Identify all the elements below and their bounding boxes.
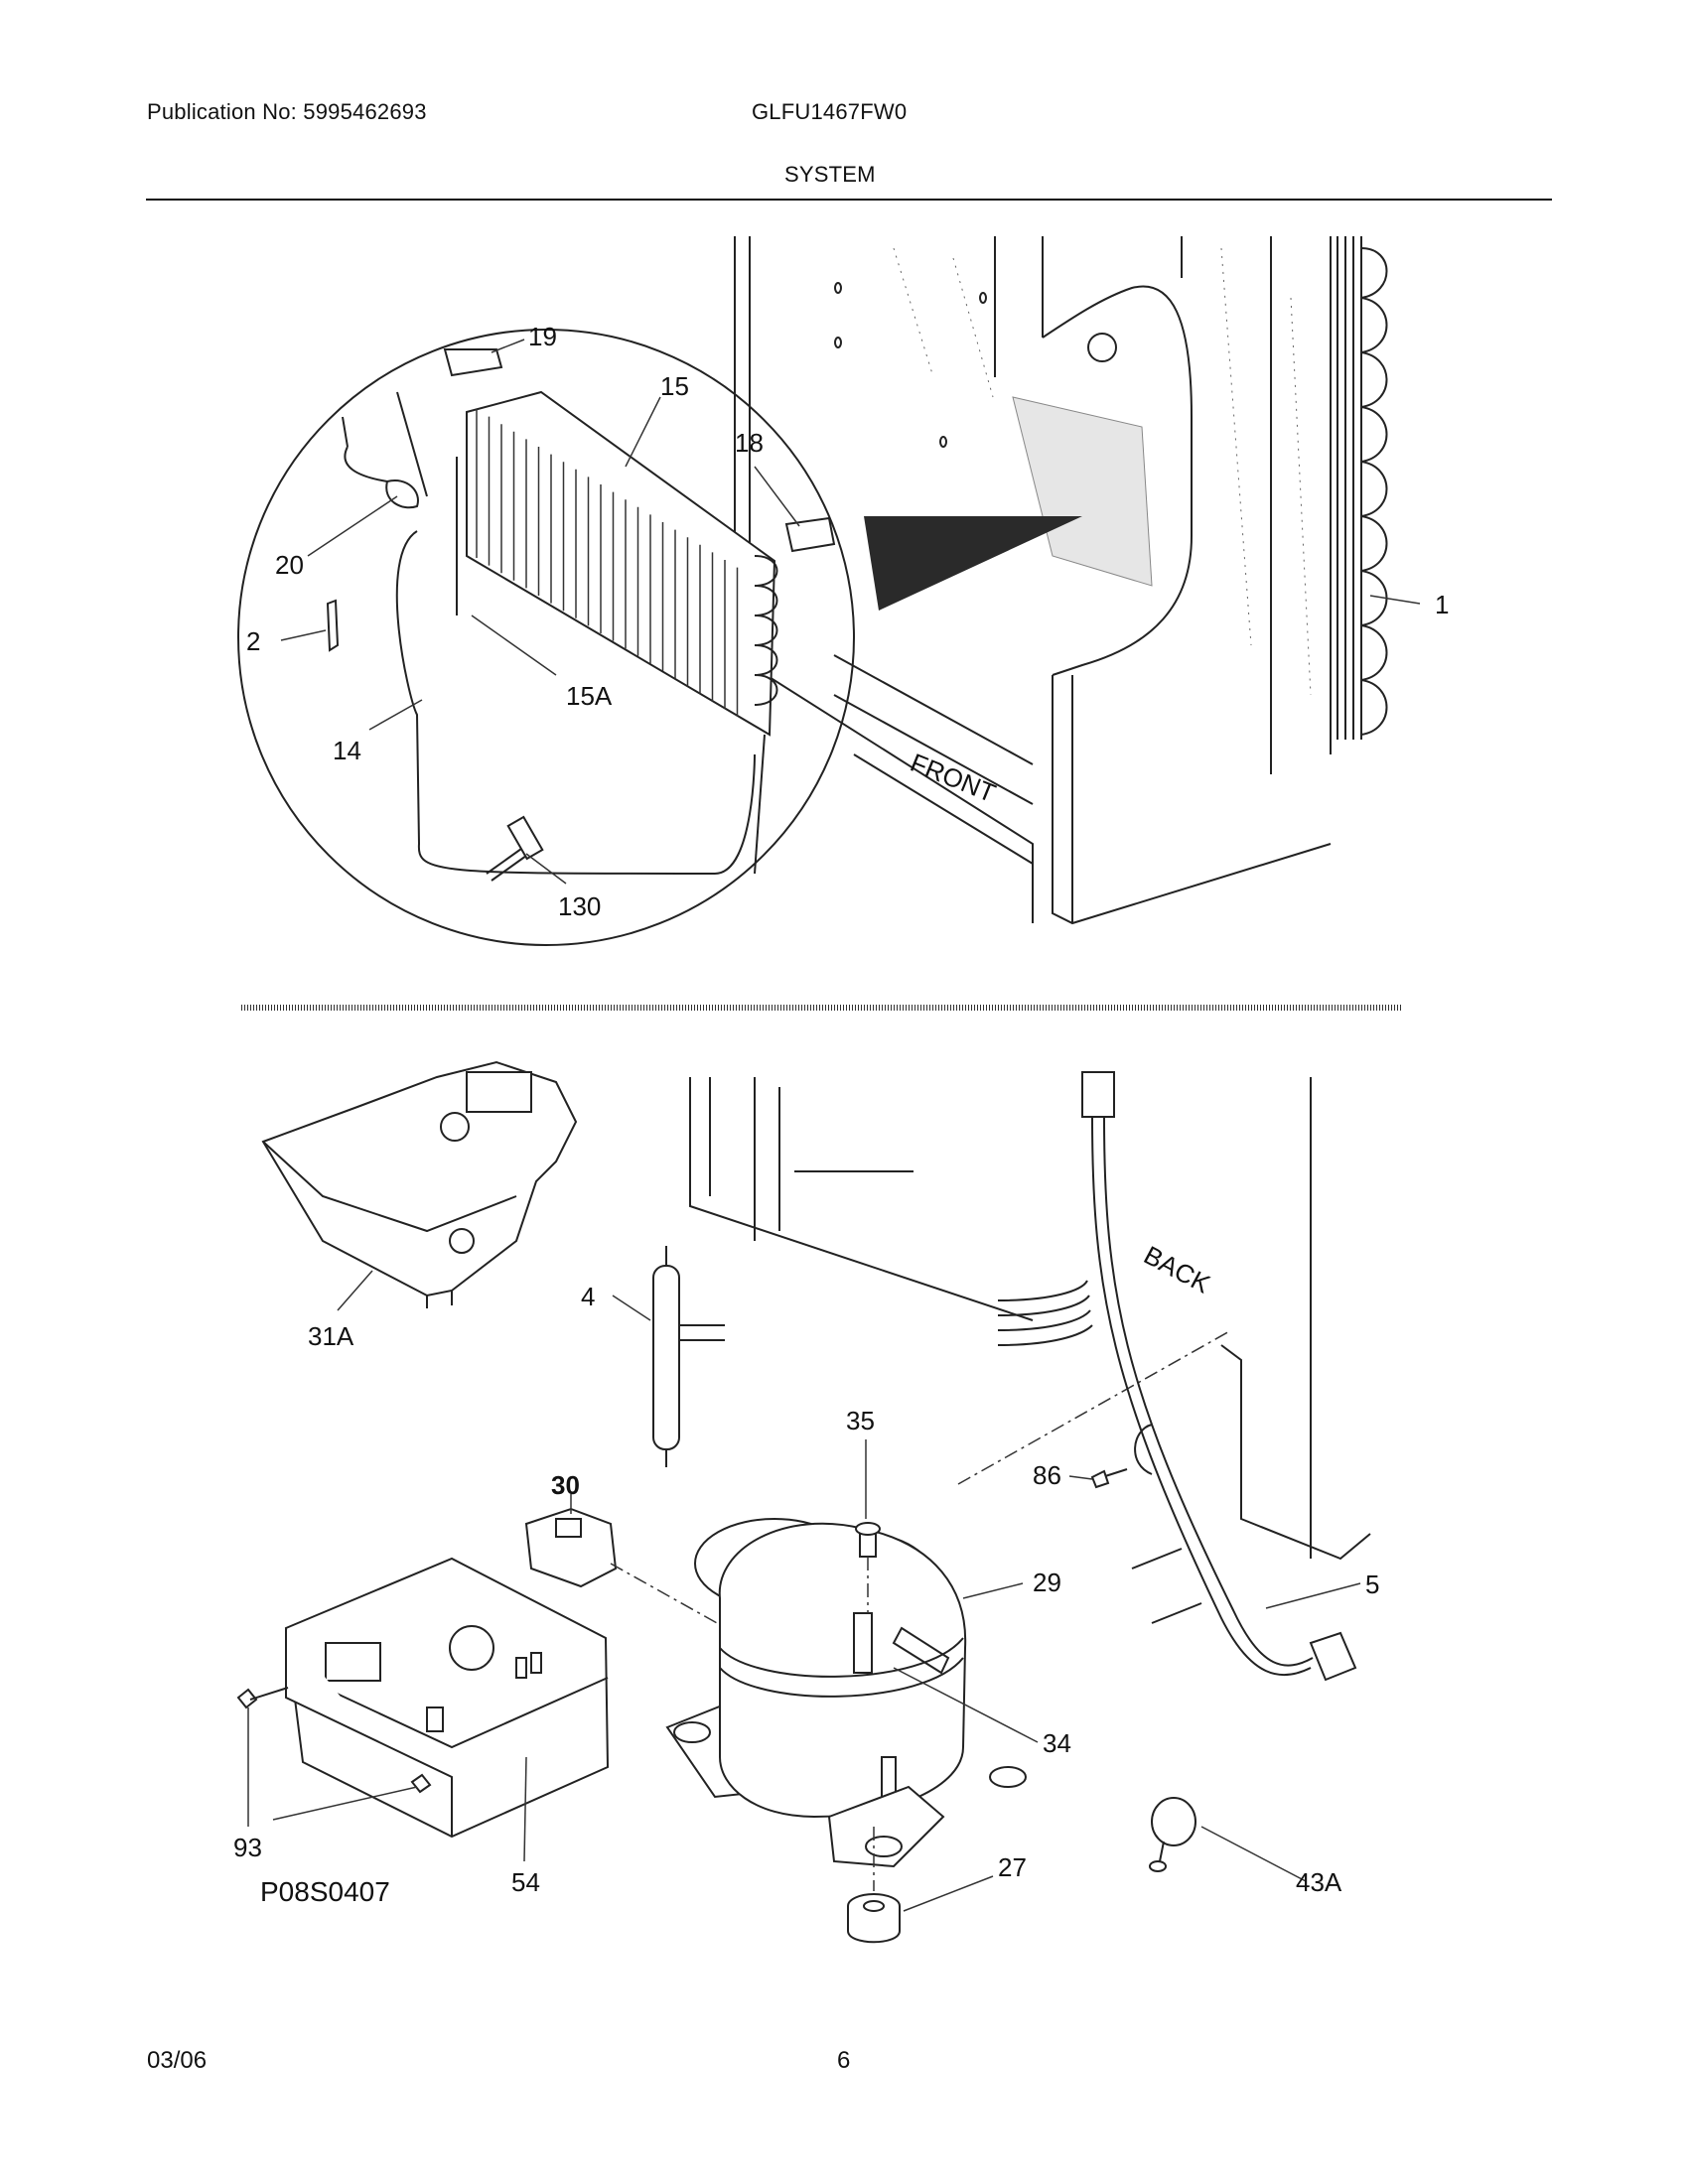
- callout-86: 86: [1033, 1460, 1061, 1490]
- cabinet-back-drawing: BACK: [689, 1077, 1371, 1561]
- callout-30: 30: [551, 1470, 580, 1500]
- header-rule: [146, 199, 1552, 201]
- part-30-relay: [524, 1507, 618, 1588]
- section-title: SYSTEM: [784, 162, 876, 187]
- callout-1: 1: [1435, 590, 1449, 619]
- part-2-clip: [326, 599, 340, 652]
- part-86-screw: [1090, 1468, 1128, 1489]
- callout-5: 5: [1365, 1570, 1379, 1599]
- back-label: BACK: [1139, 1240, 1215, 1299]
- model-number: GLFU1467FW0: [752, 99, 908, 124]
- callout-2: 2: [246, 626, 260, 656]
- freezer-cabinet-drawing: [734, 236, 1332, 925]
- callout-93: 93: [233, 1833, 262, 1862]
- callout-35: 35: [846, 1406, 875, 1435]
- callout-15: 15: [660, 371, 689, 401]
- part-29-compressor: [665, 1518, 1027, 1868]
- part-18-block: [784, 516, 836, 553]
- callout-34: 34: [1043, 1728, 1071, 1758]
- callout-27: 27: [998, 1852, 1027, 1882]
- callout-54: 54: [511, 1867, 540, 1897]
- part-5-power-cord: [997, 1071, 1357, 1682]
- part-4-drier: [652, 1246, 725, 1467]
- part-130-plug: [486, 815, 544, 882]
- callout-130: 130: [558, 891, 601, 921]
- callout-29: 29: [1033, 1568, 1061, 1597]
- part-35-mount-bolt: [855, 1522, 881, 1558]
- callout-20: 20: [275, 550, 304, 580]
- callout-19: 19: [528, 322, 557, 351]
- part-19-block: [443, 348, 503, 377]
- callout-4: 4: [581, 1282, 595, 1311]
- footer-date: 03/06: [147, 2047, 208, 2074]
- callout-15a: 15A: [566, 681, 613, 711]
- evaporator-assembly: [342, 390, 778, 876]
- part-31a-ice-maker: [261, 1060, 578, 1308]
- callout-43a: 43A: [1296, 1867, 1342, 1897]
- page-number: 6: [837, 2047, 851, 2074]
- publication-number: Publication No: 5995462693: [147, 99, 427, 124]
- detail-magnifier-circle: [237, 329, 855, 946]
- part-27-grommet: [847, 1893, 901, 1944]
- callout-18: 18: [735, 428, 764, 458]
- drawing-code: P08S0407: [260, 1876, 390, 1907]
- part-93-screws: [236, 1687, 432, 1794]
- front-label: FRONT: [907, 748, 1000, 808]
- part-43a-clamp: [1149, 1797, 1196, 1872]
- part-54-control-board: [284, 1557, 610, 1839]
- condenser-coil: [1336, 236, 1388, 740]
- callout-14: 14: [333, 736, 361, 765]
- callout-31a: 31A: [308, 1321, 354, 1351]
